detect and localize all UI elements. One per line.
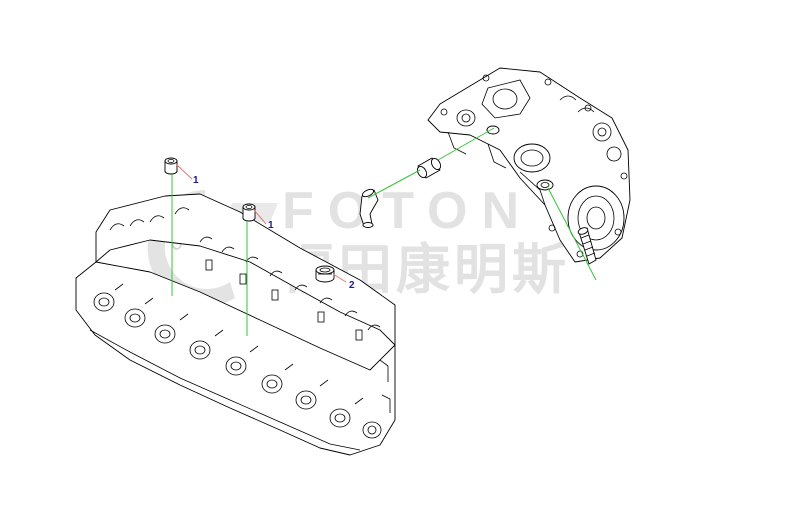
callout-1b: 1 (268, 220, 274, 231)
callouts: 1 1 2 (193, 175, 355, 291)
hose-fitting (416, 157, 442, 179)
temperature-sensor (577, 227, 597, 265)
front-gear-housing (427, 67, 631, 263)
elbow-fitting (359, 188, 379, 228)
callout-1a: 1 (193, 175, 199, 186)
callout-2: 2 (349, 280, 355, 291)
watermark-brand-latin: FOTON (282, 182, 533, 240)
expansion-plug-1a (164, 157, 178, 175)
expansion-plug-1b (242, 203, 256, 222)
cylinder-head (75, 193, 396, 456)
threaded-plug-2 (315, 265, 335, 283)
leader-lines (171, 127, 597, 336)
